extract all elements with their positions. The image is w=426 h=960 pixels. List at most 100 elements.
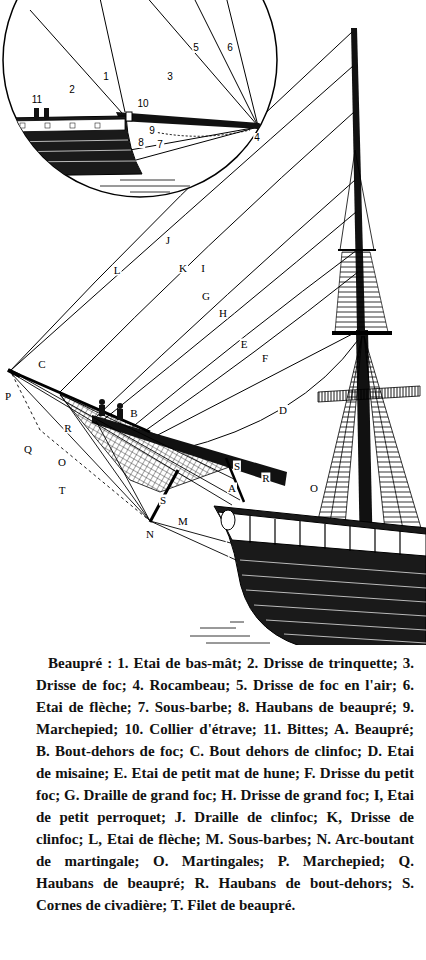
detail-inset [5, 119, 125, 132]
foremast [330, 336, 362, 522]
bowsprit-stays [10, 372, 232, 505]
detail-inset [44, 108, 49, 120]
detail-inset [20, 123, 25, 128]
ship-hull [349, 526, 350, 551]
bowsprit-stays [96, 421, 150, 521]
sailor-figures [99, 399, 105, 405]
ship-hull [214, 506, 426, 645]
ship-hull [240, 560, 426, 574]
foremast [355, 150, 374, 250]
detail-inset [126, 112, 132, 121]
foremast [335, 252, 388, 332]
detail-inset [5, 161, 136, 162]
detail-inset [130, 127, 258, 150]
foremast [340, 150, 355, 250]
detail-inset [150, 130, 250, 136]
water-lines [200, 628, 236, 629]
callout-letter: O [57, 457, 67, 468]
detail-inset [5, 0, 261, 192]
bowsprit-stays [60, 394, 236, 480]
callout-number: 4 [253, 133, 261, 143]
callout-letter: Q [23, 444, 33, 455]
detail-inset [222, 0, 258, 126]
callout-letter: K [178, 263, 188, 274]
callout-number: 5 [192, 43, 200, 53]
callout-letter: H [218, 308, 228, 319]
ship-hull [274, 519, 275, 545]
ship-hull [266, 620, 426, 630]
water-lines [190, 622, 270, 643]
bowsprit-net [60, 395, 232, 492]
callout-letter: R [63, 423, 72, 434]
callout-letter: G [201, 291, 211, 302]
bowsprit-stays [10, 372, 150, 521]
rigging-lines [130, 250, 357, 429]
callout-letter: S [233, 461, 241, 472]
ship-hull [399, 531, 400, 555]
detail-inset [5, 140, 136, 162]
callout-letter: L [113, 265, 122, 276]
callout-layer: 1234567891011ABCDEFGHIJKLMNOOPQRRSST [0, 0, 426, 645]
rigging-lines [152, 330, 360, 438]
water-lines [190, 636, 250, 637]
detail-inset [45, 123, 50, 128]
callout-letter: O [309, 483, 319, 494]
callout-number: 7 [156, 140, 164, 150]
ship-hull [214, 506, 426, 645]
water-lines [206, 643, 270, 644]
ship-hull [324, 524, 325, 549]
caption-text: Beaupré : 1. Etai de bas-mât; 2. Drisse … [36, 652, 414, 916]
detail-inset [34, 108, 39, 120]
detail-inset [95, 123, 100, 128]
callout-letter: J [165, 235, 171, 246]
callout-letter: B [129, 408, 138, 419]
bowsprit [150, 470, 178, 522]
detail-inset [130, 192, 170, 193]
ship-hull [221, 510, 235, 530]
detail-inset [136, 127, 258, 160]
foremast [318, 28, 424, 560]
callout-number: 9 [148, 126, 156, 136]
detail-inset [132, 0, 258, 126]
callout-letter: S [159, 495, 167, 506]
callout-letter: P [4, 391, 12, 402]
callout-letter: E [240, 339, 249, 350]
detail-inset [116, 112, 259, 129]
detail-inset [20, 123, 100, 128]
callout-letter: D [278, 405, 288, 416]
sailor-figures [99, 399, 123, 420]
detail-inset [120, 180, 175, 181]
bowsprit [8, 370, 150, 432]
detail-inset [70, 123, 75, 128]
ship-hull [250, 516, 400, 555]
rigging-lines [102, 212, 356, 421]
ship-illustration [0, 0, 426, 645]
sailor-figures [117, 409, 123, 420]
ship-hull [218, 512, 426, 556]
bowsprit [92, 415, 287, 486]
bowsprit-stays [60, 394, 150, 521]
callout-letter: N [145, 529, 155, 540]
callout-number: 11 [31, 95, 43, 105]
callout-letter: C [37, 359, 46, 370]
callout-number: 3 [166, 72, 174, 82]
detail-inset [5, 150, 131, 152]
detail-inset [185, 0, 258, 126]
callout-number: 8 [137, 138, 145, 148]
callout-number: 2 [68, 85, 76, 95]
bowsprit-stays [10, 372, 240, 560]
bowsprit [8, 370, 287, 522]
callout-number: 1 [102, 72, 110, 82]
detail-inset [5, 140, 128, 142]
detail-inset [3, 0, 277, 197]
detail-inset [5, 116, 142, 176]
ship-hull [240, 560, 426, 643]
bowsprit [8, 370, 20, 376]
detail-inset [100, 186, 190, 187]
ship-hull [374, 529, 375, 553]
bowsprit-stays [12, 374, 150, 521]
ship-hull [299, 521, 300, 547]
bowsprit-stays [20, 376, 240, 500]
detail-inset [96, 0, 125, 112]
callout-letter: F [261, 353, 269, 364]
